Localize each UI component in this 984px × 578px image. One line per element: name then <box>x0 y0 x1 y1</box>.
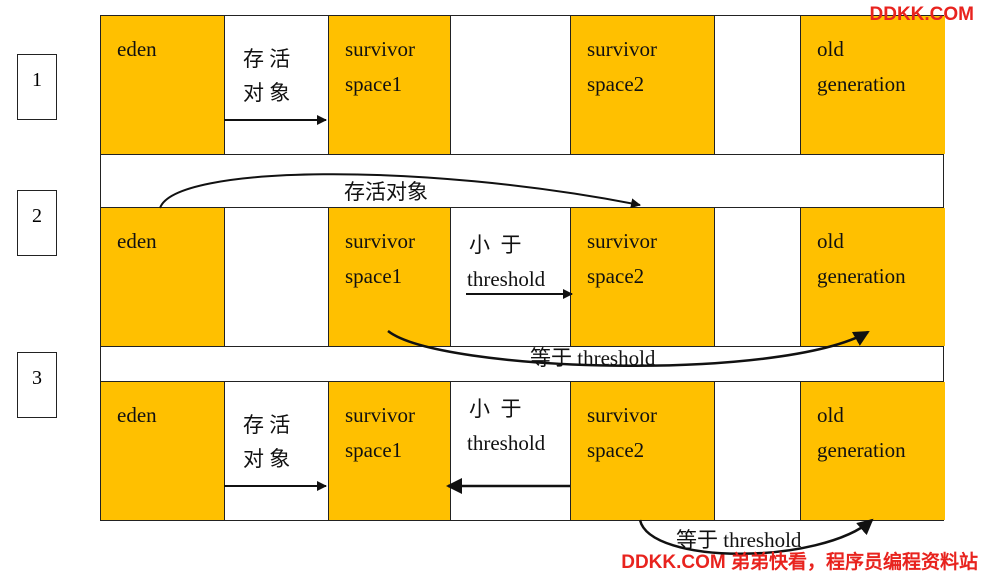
separator-band-2 <box>100 346 944 382</box>
survivor-space1-region: survivor space1 <box>329 208 451 346</box>
threshold-label: threshold <box>467 431 546 455</box>
old-generation-label-line1: old <box>817 37 844 61</box>
survivor-space2-region: survivor space2 <box>571 208 715 346</box>
survivor-space1-label-line1: survivor <box>345 403 415 427</box>
survivor-space2-label-line1: survivor <box>587 403 657 427</box>
curve-label-alive-objects: 存活对象 <box>344 180 428 204</box>
survivor-space2-region: survivor space2 <box>571 382 715 520</box>
gap-region-1: 存 活 对 象 <box>225 16 329 154</box>
alive-objects-label-line1: 存 活 <box>243 47 291 71</box>
curve-label-equal-threshold-2: 等于 threshold <box>676 528 802 552</box>
eden-region: eden <box>101 16 225 154</box>
eden-label: eden <box>117 229 157 253</box>
survivor-space1-label-line1: survivor <box>345 37 415 61</box>
row-2-band: eden survivor space1 小 于 threshold survi… <box>100 207 945 347</box>
survivor-space2-label-line1: survivor <box>587 229 657 253</box>
watermark-top: DDKK.COM <box>869 4 975 25</box>
eden-region: eden <box>101 382 225 520</box>
old-generation-region: old generation <box>801 382 945 520</box>
gap-region-2: 小 于 threshold <box>451 382 571 520</box>
row-3-band: eden 存 活 对 象 survivor space1 小 于 thresho… <box>100 381 945 521</box>
gap-region-2: 小 于 threshold <box>451 208 571 346</box>
old-generation-label-line1: old <box>817 229 844 253</box>
old-generation-label-line2: generation <box>817 72 906 96</box>
row-1-band: eden 存 活 对 象 survivor space1 survivor sp… <box>100 15 945 155</box>
less-than-label: 小 于 <box>469 233 522 257</box>
gap-region-3 <box>715 382 801 520</box>
survivor-space2-label-line2: space2 <box>587 438 645 462</box>
survivor-space1-label-line2: space1 <box>345 438 403 462</box>
watermark-bottom: DDKK.COM 弟弟快看，程序员编程资料站 <box>621 552 978 573</box>
eden-label: eden <box>117 37 157 61</box>
survivor-space1-region: survivor space1 <box>329 382 451 520</box>
old-generation-label-line2: generation <box>817 264 906 288</box>
survivor-space1-label-line1: survivor <box>345 229 415 253</box>
gap-region-1 <box>225 208 329 346</box>
gap-region-2 <box>451 16 571 154</box>
separator-band-1 <box>100 154 944 208</box>
survivor-space1-label-line2: space1 <box>345 72 403 96</box>
survivor-space1-region: survivor space1 <box>329 16 451 154</box>
eden-label: eden <box>117 403 157 427</box>
survivor-space2-label-line2: space2 <box>587 72 645 96</box>
gap-region-3 <box>715 16 801 154</box>
alive-objects-label-line1: 存 活 <box>243 413 291 437</box>
less-than-label: 小 于 <box>469 397 522 421</box>
alive-objects-label-line2: 对 象 <box>243 447 291 471</box>
survivor-space1-label-line2: space1 <box>345 264 403 288</box>
gap-region-1: 存 活 对 象 <box>225 382 329 520</box>
eden-region: eden <box>101 208 225 346</box>
old-generation-region: old generation <box>801 208 945 346</box>
row-number-2: 2 <box>17 190 57 256</box>
curve-label-equal-threshold-1: 等于 threshold <box>530 346 656 370</box>
threshold-label: threshold <box>467 267 546 291</box>
alive-objects-label-line2: 对 象 <box>243 81 291 105</box>
old-generation-region: old generation <box>801 16 945 154</box>
survivor-space2-label-line2: space2 <box>587 264 645 288</box>
old-generation-label-line2: generation <box>817 438 906 462</box>
row-number-1: 1 <box>17 54 57 120</box>
row-number-3: 3 <box>17 352 57 418</box>
survivor-space2-region: survivor space2 <box>571 16 715 154</box>
gap-region-3 <box>715 208 801 346</box>
old-generation-label-line1: old <box>817 403 844 427</box>
survivor-space2-label-line1: survivor <box>587 37 657 61</box>
